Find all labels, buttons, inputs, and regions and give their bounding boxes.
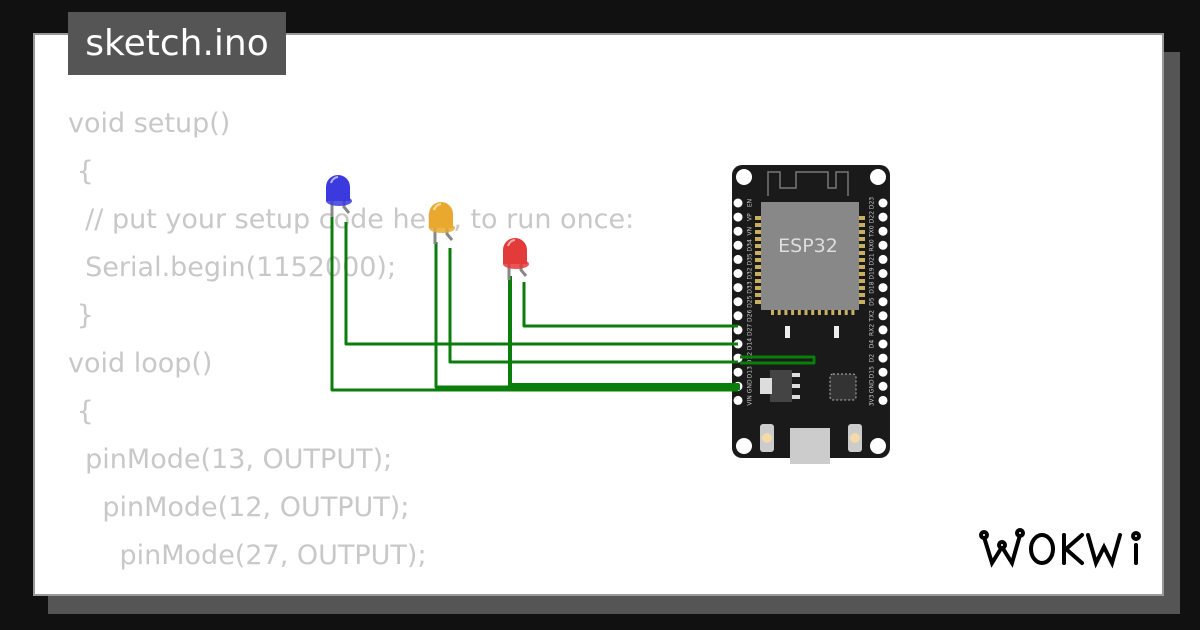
wire-red-gnd[interactable] [508,276,740,390]
pin-d18[interactable] [878,283,888,293]
pin-label: RX0 [869,239,876,251]
pin-gnd[interactable] [878,381,888,391]
esp32-board[interactable]: ESP32 ENVPVND34D35D32D33D25D26D27D14D12D… [732,165,890,464]
pin-label: D19 [869,267,876,279]
code-line: } [68,300,94,331]
pin-label: D21 [869,253,876,265]
pin-d4[interactable] [878,339,888,349]
pin-tx2[interactable] [878,311,888,321]
code-line: void loop() [68,348,213,379]
esp32-chip [761,202,859,310]
wire-yellow-d12[interactable] [448,248,816,365]
pin-label: VIN [747,395,754,405]
pin-3v3[interactable] [878,395,888,405]
pin-label: D26 [747,309,754,321]
pin-label: D27 [747,324,754,336]
pin-en[interactable] [733,198,743,208]
usb-port [790,428,830,464]
pin-d21[interactable] [878,254,888,264]
pin-label: RX2 [869,324,876,336]
led-red[interactable] [503,238,529,280]
pin-d22[interactable] [878,212,888,222]
regulator [770,370,792,402]
code-line: void setup() [68,108,231,139]
wokwi-logo-mark [979,528,1141,569]
pin-label: D22 [869,211,876,223]
pin-d2[interactable] [878,353,888,363]
pin-vn[interactable] [733,226,743,236]
pin-vp[interactable] [733,212,743,222]
code-preview: void setup() { // put your setup code he… [68,100,634,580]
pin-d35[interactable] [733,254,743,264]
pin-label: 3V3 [869,394,876,406]
pin-label: TX0 [869,225,876,238]
pin-label: D15 [869,366,876,378]
code-line: { [68,396,94,427]
pin-d5[interactable] [878,297,888,307]
pin-label: D13 [747,366,754,378]
wire-blue-gnd[interactable] [330,216,738,392]
code-line: // put your setup code here, to run once… [68,204,635,235]
code-line: { [68,156,94,187]
pin-d13[interactable] [733,367,743,377]
pin-label: D4 [869,340,876,349]
pin-label: EN [747,199,754,207]
pin-label: D2 [869,354,876,363]
pin-label: TX2 [869,310,876,323]
pin-label: D34 [747,239,754,251]
chip-label: ESP32 [778,235,838,257]
pin-label: D35 [747,253,754,265]
pin-label: D25 [747,295,754,307]
code-line: pinMode(13, OUTPUT); [68,444,393,475]
pin-label: GND [869,379,876,393]
wokwi-logo [978,525,1148,575]
pin-label: D5 [869,297,876,306]
pin-tx0[interactable] [878,226,888,236]
code-line: Serial.begin(1152000); [68,252,397,283]
pin-label: D23 [869,197,876,209]
code-line: pinMode(12, OUTPUT); [68,492,410,523]
pin-d19[interactable] [878,269,888,278]
pin-d33[interactable] [733,283,743,293]
code-line: pinMode(27, OUTPUT); [68,540,427,571]
pin-d32[interactable] [733,269,743,278]
wires [330,216,816,392]
wire-yellow-gnd[interactable] [434,242,738,389]
canvas-card [33,33,1164,596]
pin-rx2[interactable] [878,325,888,335]
pin-d15[interactable] [878,367,888,377]
wire-red-d27[interactable] [522,282,738,328]
pin-label: GND [747,379,754,393]
pin-label: VN [747,227,754,236]
pin-d26[interactable] [733,311,743,321]
wire-blue-d14[interactable] [344,222,738,346]
pin-d23[interactable] [878,198,888,208]
pin-label: D14 [747,338,754,350]
pin-d27[interactable] [733,325,743,335]
sketch-title: sketch.ino [68,12,286,75]
usb-uart-chip [829,373,857,401]
led-yellow[interactable] [429,202,455,244]
pin-d25[interactable] [733,297,743,307]
pin-label: D32 [747,267,754,279]
pin-vin[interactable] [733,395,743,405]
pin-label: VP [747,213,754,221]
pin-rx0[interactable] [878,240,888,250]
led-blue[interactable] [326,175,352,217]
pin-d34[interactable] [733,240,743,250]
pin-label: D33 [747,281,754,293]
pin-label: D18 [869,281,876,293]
